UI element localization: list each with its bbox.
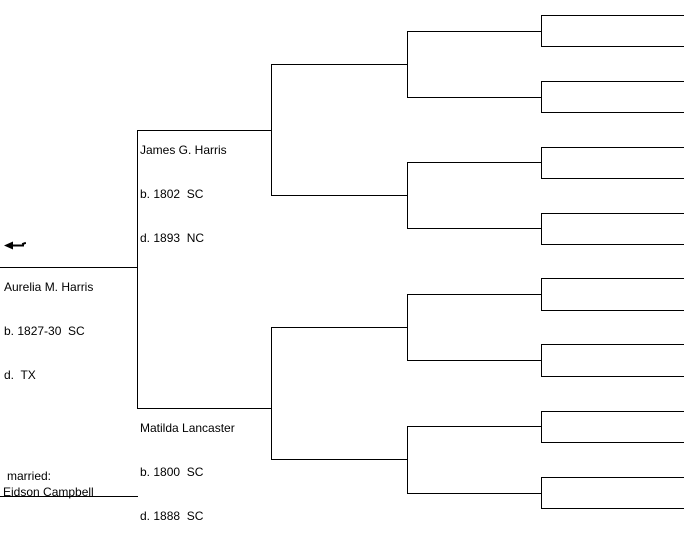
marriage-underline [0,496,138,497]
marriage-label: married: [7,469,52,483]
person-subject-death: d. TX [4,368,36,382]
empty-ancestor-slot[interactable] [541,147,684,148]
empty-ancestor-slot[interactable] [271,195,407,196]
great-grandparents-bracket [407,162,408,229]
gg-grandparents-bracket [541,15,542,47]
spouse-name[interactable]: Eidson Campbell [3,485,94,499]
empty-ancestor-slot[interactable] [541,244,684,245]
person-subject-birth: b. 1827-30 SC [4,324,85,338]
empty-ancestor-slot[interactable] [541,411,684,412]
empty-ancestor-slot[interactable] [541,81,684,82]
great-grandparents-bracket [407,31,408,98]
great-grandparents-bracket [407,426,408,494]
person-subject[interactable]: Aurelia M. Harris b. 1827-30 SC d. TX [4,252,93,411]
empty-ancestor-slot[interactable] [541,46,684,47]
left-arrow-glyph [4,241,27,250]
person-father-death: d. 1893 NC [140,231,205,245]
pedigree-chart: Aurelia M. Harris b. 1827-30 SC d. TX Ja… [0,15,684,523]
left-arrow-icon[interactable] [4,238,27,250]
empty-ancestor-slot[interactable] [271,459,407,460]
empty-ancestor-slot[interactable] [541,112,684,113]
great-grandparents-bracket [407,294,408,361]
father-line [137,130,271,131]
empty-ancestor-slot[interactable] [407,426,541,427]
empty-ancestor-slot[interactable] [541,477,684,478]
gg-grandparents-bracket [541,344,542,377]
empty-ancestor-slot[interactable] [271,327,407,328]
empty-ancestor-slot[interactable] [541,213,684,214]
empty-ancestor-slot[interactable] [541,15,684,16]
empty-ancestor-slot[interactable] [541,442,684,443]
grandparents-bracket [271,64,272,196]
empty-ancestor-slot[interactable] [541,344,684,345]
person-mother-birth: b. 1800 SC [140,465,204,479]
gg-grandparents-bracket [541,213,542,245]
empty-ancestor-slot[interactable] [407,360,541,361]
empty-ancestor-slot[interactable] [407,31,541,32]
empty-ancestor-slot[interactable] [407,162,541,163]
person-father-birth: b. 1802 SC [140,187,204,201]
person-subject-name[interactable]: Aurelia M. Harris [4,280,94,294]
person-mother-name[interactable]: Matilda Lancaster [140,421,235,435]
empty-ancestor-slot[interactable] [407,294,541,295]
gg-grandparents-bracket [541,477,542,509]
person-father[interactable]: James G. Harris b. 1802 SC d. 1893 NC [140,115,227,274]
empty-ancestor-slot[interactable] [541,310,684,311]
gg-grandparents-bracket [541,411,542,443]
empty-ancestor-slot[interactable] [407,493,541,494]
gg-grandparents-bracket [541,278,542,311]
person-father-name[interactable]: James G. Harris [140,143,227,157]
gg-grandparents-bracket [541,81,542,113]
person-mother[interactable]: Matilda Lancaster b. 1800 SC d. 1888 SC [140,393,235,552]
empty-ancestor-slot[interactable] [541,376,684,377]
empty-ancestor-slot[interactable] [541,278,684,279]
mother-line [137,408,271,409]
empty-ancestor-slot[interactable] [541,178,684,179]
grandparents-bracket [271,327,272,460]
empty-ancestor-slot[interactable] [271,64,407,65]
parents-bracket [137,130,138,409]
marriage-block: married: Eidson Campbell [3,468,94,500]
subject-line [0,267,137,268]
person-mother-death: d. 1888 SC [140,509,204,523]
empty-ancestor-slot[interactable] [407,97,541,98]
empty-ancestor-slot[interactable] [407,228,541,229]
gg-grandparents-bracket [541,147,542,179]
